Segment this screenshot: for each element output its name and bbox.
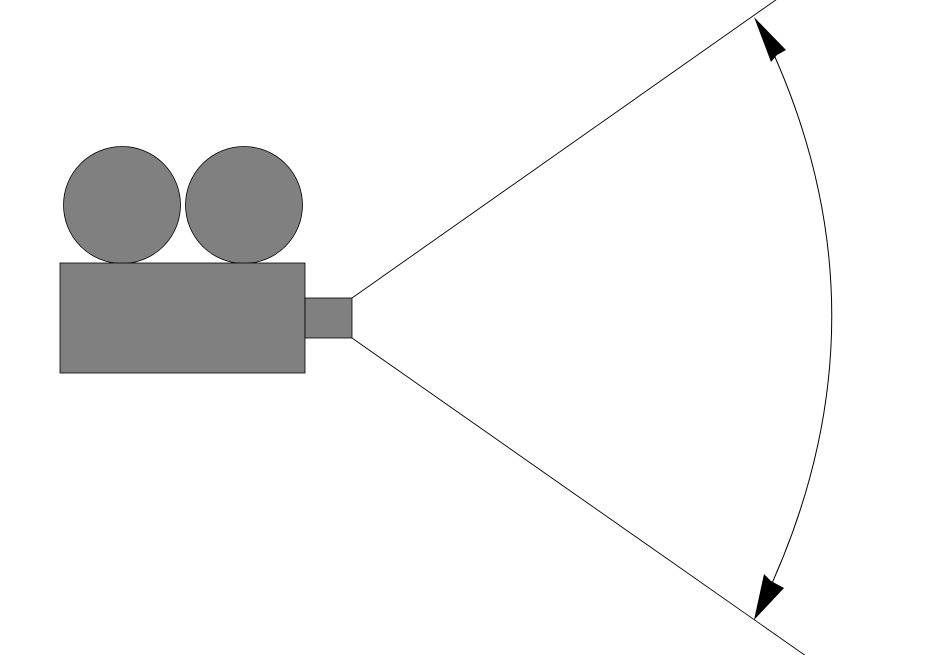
left-reel xyxy=(63,146,181,264)
movie-camera-icon xyxy=(59,146,353,374)
camera-lens xyxy=(304,297,353,339)
bottom-view-ray xyxy=(351,337,806,655)
top-arrowhead xyxy=(754,17,786,62)
camera-body xyxy=(59,262,306,374)
right-reel xyxy=(185,146,303,264)
angle-arc xyxy=(756,24,833,616)
top-view-ray xyxy=(351,0,777,299)
field-of-view xyxy=(351,0,833,655)
bottom-arrowhead xyxy=(754,574,784,620)
